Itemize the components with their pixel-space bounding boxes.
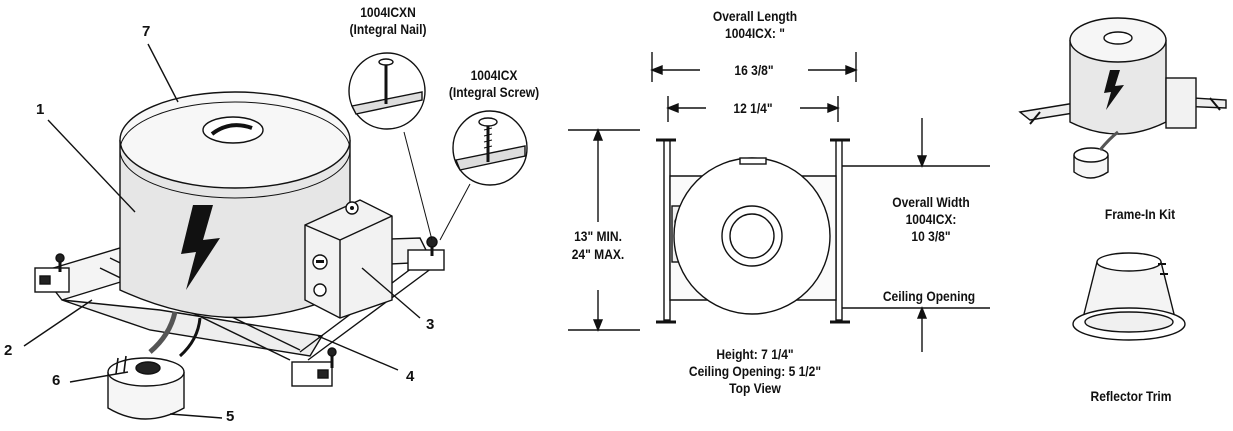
frame-in-kit-label: Frame-In Kit — [1104, 206, 1176, 222]
callout-7: 7 — [142, 23, 151, 40]
reflector-trim-drawing — [1072, 252, 1186, 341]
callout-1: 1 — [36, 101, 45, 118]
ceiling-opening-size-label: Ceiling Opening: 5 1/2" — [688, 363, 822, 379]
overall-width-title: Overall Width — [892, 194, 970, 210]
frame-in-kit-drawing — [1018, 17, 1227, 179]
callout-6: 6 — [52, 372, 61, 389]
nail-detail-drawing — [348, 52, 433, 241]
height-label: Height: 7 1/4" — [716, 346, 794, 362]
height-max-dim: 24" MAX. — [571, 246, 625, 262]
callout-5: 5 — [226, 408, 235, 425]
overall-width-value: 10 3/8" — [911, 228, 951, 244]
callout-2: 2 — [4, 342, 13, 359]
screw-detail-drawing — [439, 110, 528, 241]
ceiling-opening-label: Ceiling Opening — [882, 288, 976, 304]
length-inner-dim: 12 1/4" — [733, 100, 773, 116]
main-fixture-drawing — [23, 43, 445, 420]
height-min-dim: 13" MIN. — [574, 228, 622, 244]
nail-model-label: 1004ICXN — [360, 4, 416, 20]
length-outer-dim: 16 3/8" — [734, 62, 774, 78]
nail-desc-label: (Integral Nail) — [349, 21, 427, 37]
callout-3: 3 — [426, 316, 435, 333]
screw-model-label: 1004ICX — [470, 67, 518, 83]
overall-length-title: Overall Length — [712, 8, 798, 24]
screw-desc-label: (Integral Screw) — [448, 84, 540, 100]
callout-4: 4 — [406, 368, 415, 385]
reflector-trim-label: Reflector Trim — [1090, 388, 1172, 404]
overall-length-model: 1004ICX: " — [725, 25, 785, 41]
top-view-drawing — [568, 52, 990, 352]
top-view-caption: Top View — [729, 380, 781, 396]
overall-width-model: 1004ICX: — [905, 211, 957, 227]
